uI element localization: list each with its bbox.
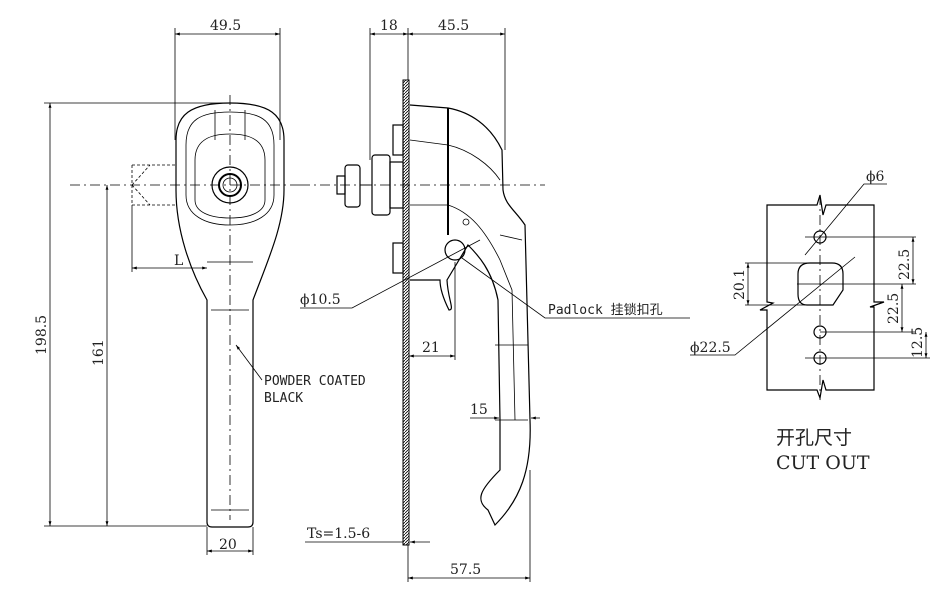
cutout-title-cn: 开孔尺寸 — [776, 427, 852, 449]
dim-15: 15 — [470, 402, 488, 418]
dim-bottom-12-5: 12.5 — [910, 327, 926, 358]
handle-head-outline — [175, 102, 285, 528]
cutout-title-en: CUT OUT — [776, 452, 870, 474]
dim-lower-22-5: 22.5 — [886, 293, 902, 324]
cutout-view: 20.1 22.5 22.5 12.5 ϕ6 ϕ22.5 开孔尺寸 CUT OU… — [690, 169, 930, 474]
front-view: 49.5 198.5 161 L 20 POWDER COATED BLACK — [34, 18, 366, 555]
hole-diameter-label: ϕ10.5 — [300, 292, 341, 308]
side-view: 18 45.5 ϕ10.5 Padlock 挂锁扣孔 21 15 Ts=1.5-… — [300, 18, 690, 582]
panel-thickness-label: Ts=1.5-6 — [307, 526, 370, 542]
total-height-dim: 198.5 — [34, 315, 50, 355]
handle-side-outline — [409, 104, 531, 527]
center-height-dim: 161 — [91, 339, 107, 366]
front-depth-dim: 45.5 — [438, 18, 469, 34]
dim-upper-22-5: 22.5 — [897, 249, 913, 280]
shaft-width-dim: 20 — [219, 537, 237, 553]
front-width-dim: 49.5 — [210, 18, 241, 34]
overall-depth-dim: 57.5 — [450, 562, 481, 578]
cutout-square-hole — [797, 262, 844, 306]
finish-note-line1: POWDER COATED — [264, 374, 366, 389]
dim-21: 21 — [422, 340, 440, 356]
panel — [402, 79, 410, 546]
offset-l-label: L — [174, 253, 183, 269]
square-height-dim: 20.1 — [732, 269, 748, 300]
back-depth-dim: 18 — [380, 18, 398, 34]
finish-note-line2: BLACK — [264, 391, 303, 406]
padlock-hole — [444, 239, 466, 261]
padlock-label: Padlock 挂锁扣孔 — [548, 302, 663, 318]
large-hole-label: ϕ22.5 — [690, 340, 731, 356]
small-hole-label: ϕ6 — [866, 169, 885, 185]
